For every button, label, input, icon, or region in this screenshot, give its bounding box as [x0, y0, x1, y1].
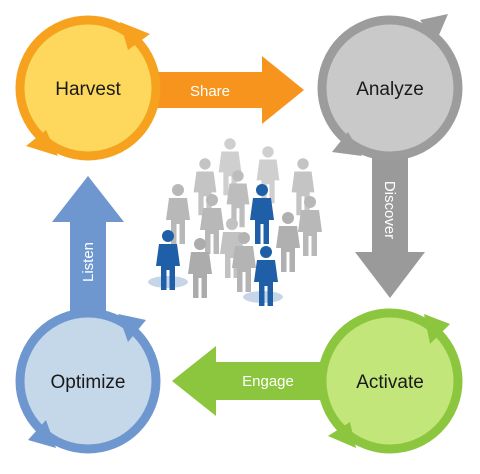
node-harvest: Harvest: [15, 15, 161, 161]
listen-arrow: Listen: [52, 176, 124, 322]
node-optimize: Optimize: [15, 308, 161, 454]
person-icon: [276, 212, 300, 272]
ring-arrowhead-icon: [26, 130, 58, 156]
optimize-label: Optimize: [51, 372, 126, 393]
share-arrow: Share: [148, 56, 304, 124]
ring-arrowhead-icon: [424, 314, 450, 344]
ring-arrowhead-icon: [118, 314, 146, 342]
discover-arrow: Discover: [355, 150, 425, 298]
ring-arrowhead-icon: [420, 14, 448, 42]
ring-arrowhead-icon: [332, 132, 362, 156]
discover-label: Discover: [381, 181, 398, 239]
node-analyze: Analyze: [317, 14, 463, 161]
engage-arrow: Engage: [172, 346, 330, 416]
activate-label: Activate: [356, 372, 424, 393]
share-label: Share: [190, 83, 230, 100]
person-icon: [193, 158, 217, 216]
ring-arrowhead-icon: [120, 22, 150, 50]
harvest-label: Harvest: [55, 79, 121, 100]
analyze-label: Analyze: [356, 79, 424, 100]
person-shadow: [148, 276, 188, 288]
people-crowd: [148, 138, 322, 306]
listen-label: Listen: [80, 242, 97, 282]
node-activate: Activate: [317, 308, 463, 454]
person-icon: [298, 196, 322, 256]
ring-arrowhead-icon: [328, 422, 356, 448]
engage-label: Engage: [242, 373, 294, 390]
ring-arrowhead-icon: [28, 420, 56, 448]
